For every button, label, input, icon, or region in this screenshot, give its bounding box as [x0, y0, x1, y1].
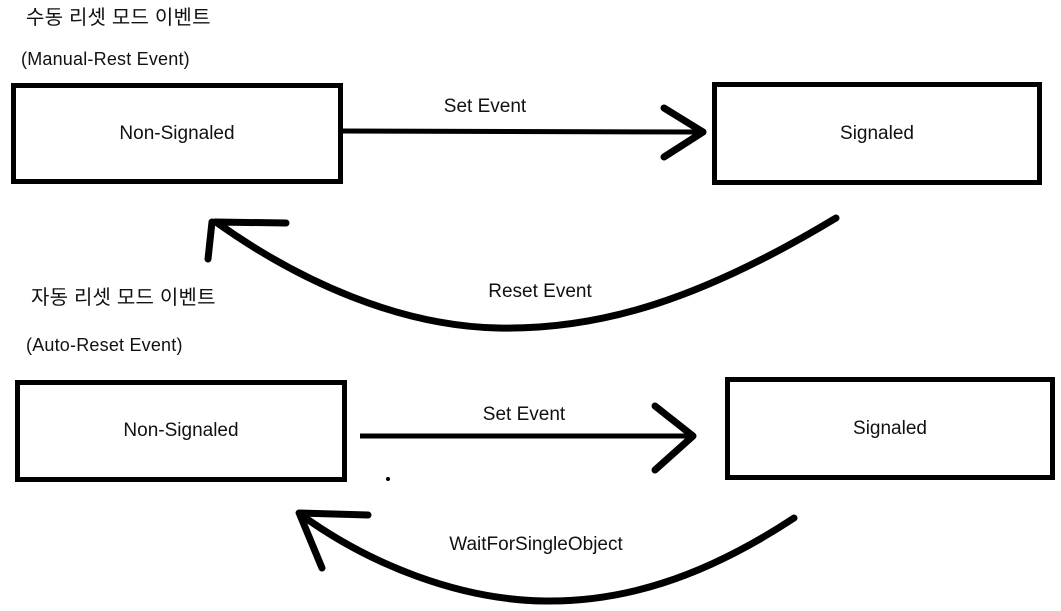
- state-box-auto-non-signaled-label: Non-Signaled: [123, 420, 239, 441]
- edge-label-manual-set-event: Set Event: [443, 96, 527, 117]
- state-box-manual-signaled-label: Signaled: [840, 122, 914, 144]
- state-box-auto-non-signaled[interactable]: Non-Signaled: [15, 380, 347, 482]
- state-box-auto-signaled-label: Signaled: [853, 417, 927, 439]
- ink-speck: [386, 477, 390, 481]
- state-box-manual-non-signaled[interactable]: Non-Signaled: [11, 83, 343, 184]
- edge-label-auto-set-event: Set Event: [482, 404, 566, 425]
- state-box-manual-non-signaled-label: Non-Signaled: [119, 122, 235, 144]
- section-heading-auto-reset-korean: 자동 리셋 모드 이벤트: [31, 287, 216, 309]
- edge-label-auto-wait-for-single-object: WaitForSingleObject: [449, 534, 623, 555]
- state-box-manual-signaled[interactable]: Signaled: [712, 82, 1042, 185]
- state-box-auto-signaled[interactable]: Signaled: [725, 377, 1055, 480]
- edge-auto-wait-for-single-object-arrow: [295, 509, 798, 605]
- edge-manual-reset-event-arrow: [204, 214, 840, 332]
- section-heading-manual-reset-korean: 수동 리셋 모드 이벤트: [26, 7, 211, 29]
- edge-label-manual-reset-event: Reset Event: [488, 281, 592, 302]
- section-heading-manual-reset-english: (Manual-Rest Event): [21, 49, 190, 69]
- section-heading-auto-reset-english: (Auto-Reset Event): [26, 335, 183, 355]
